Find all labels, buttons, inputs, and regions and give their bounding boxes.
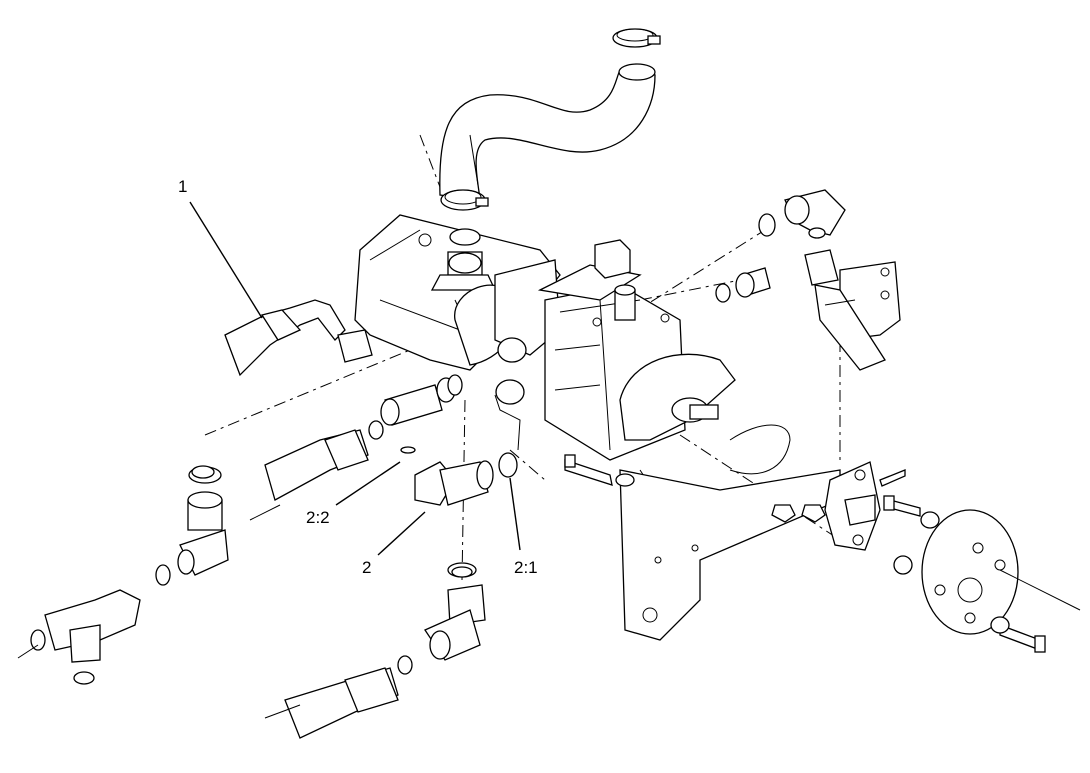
elbow-fitting-upper-right: [758, 189, 846, 237]
hose-clamp-lower: [440, 189, 489, 211]
drive-disc: [921, 509, 1081, 635]
bolts-and-washers: [564, 454, 1046, 653]
callout-leaders: [189, 201, 521, 556]
callout-label-2: 2: [362, 558, 371, 577]
hose-lower: [264, 655, 413, 739]
callout-label-2-1: 2:1: [514, 558, 538, 577]
hose-right: [804, 227, 886, 371]
hose-clamp-top: [612, 28, 661, 48]
suction-hose: [439, 63, 656, 201]
fitting-2-assembly: [400, 394, 521, 506]
lower-elbow-fitting: [424, 562, 486, 661]
tee-fitting: [17, 589, 141, 685]
mounting-bracket: [619, 469, 841, 641]
hose-assembly-1: [224, 299, 373, 377]
o-rings: [191, 374, 473, 578]
callout-label-1: 1: [178, 177, 187, 196]
pump-body: [354, 214, 791, 475]
coupling-flange: [824, 461, 881, 551]
hose-middle-left: [249, 377, 456, 521]
callout-label-2-2: 2:2: [306, 508, 330, 527]
plug-fitting: [715, 267, 771, 303]
elbow-fitting-left: [155, 466, 229, 586]
